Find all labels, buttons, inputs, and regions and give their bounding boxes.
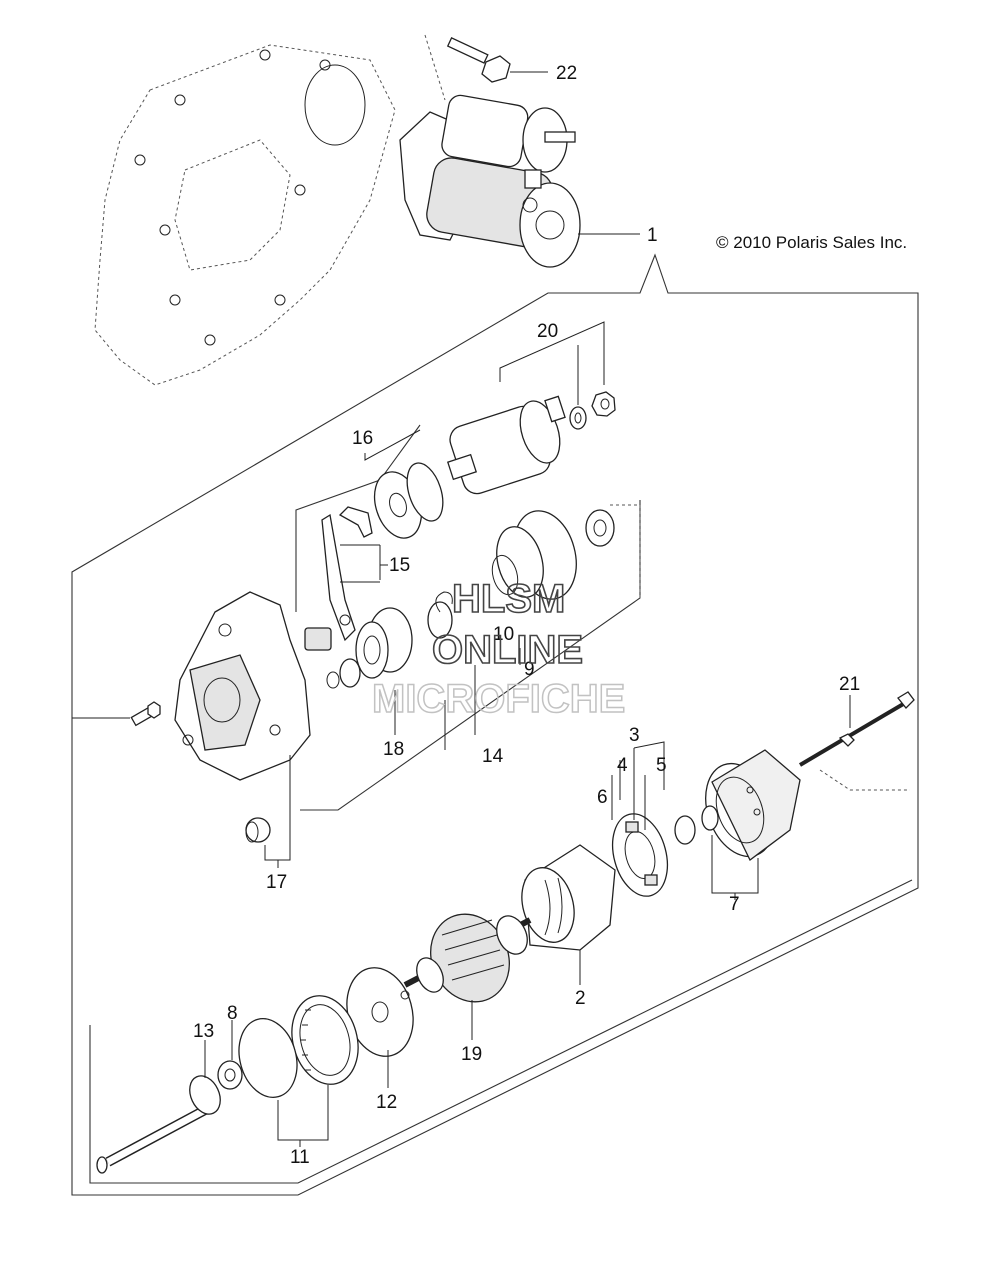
callout-16: 16	[352, 428, 373, 449]
yoke-2	[521, 844, 616, 951]
callout-4: 4	[617, 755, 628, 776]
drive-housing-17	[174, 591, 311, 843]
clutch-pinion-18	[326, 601, 453, 689]
starter-bolt-22	[446, 37, 511, 83]
callout-14: 14	[482, 746, 504, 767]
callout-5: 5	[656, 755, 667, 776]
watermark-line-3: MICROFICHE	[372, 677, 625, 721]
housing-bolt	[130, 701, 161, 727]
callout-19: 19	[461, 1044, 482, 1065]
solenoid-20	[446, 391, 616, 495]
callout-7: 7	[729, 894, 740, 915]
drive-end-parts	[435, 509, 615, 613]
assembly-frame	[71, 253, 919, 1196]
copyright-text: © 2010 Polaris Sales Inc.	[716, 233, 907, 252]
watermark-line-1: HLSM	[452, 577, 565, 621]
plunger-16	[373, 462, 444, 539]
shift-lever-15	[304, 506, 373, 651]
internal-gear-11	[238, 995, 359, 1098]
callout-20: 20	[537, 321, 558, 342]
pinion-shaft-13	[96, 1060, 243, 1174]
callout-1: 1	[647, 225, 658, 246]
end-cover-7	[701, 749, 801, 861]
through-bolt-21	[798, 691, 915, 767]
watermark-line-2: ONLINE	[432, 628, 583, 672]
brush-holder-3	[611, 813, 696, 897]
callout-18: 18	[383, 739, 404, 760]
callout-3: 3	[629, 725, 640, 746]
callout-17: 17	[266, 872, 287, 893]
callout-15: 15	[389, 555, 410, 576]
callout-13: 13	[193, 1021, 214, 1042]
callout-21: 21	[839, 674, 860, 695]
callout-9: 9	[524, 659, 535, 680]
callout-8: 8	[227, 1003, 238, 1024]
callout-11: 11	[290, 1147, 310, 1168]
callout-12: 12	[376, 1092, 397, 1113]
callout-10: 10	[493, 624, 514, 645]
callout-2: 2	[575, 988, 586, 1009]
callout-6: 6	[597, 787, 608, 808]
armature-19	[403, 913, 532, 1003]
engine-plate-gasket	[94, 44, 396, 386]
callout-22: 22	[556, 63, 577, 84]
starter-assembly-top	[399, 94, 581, 268]
